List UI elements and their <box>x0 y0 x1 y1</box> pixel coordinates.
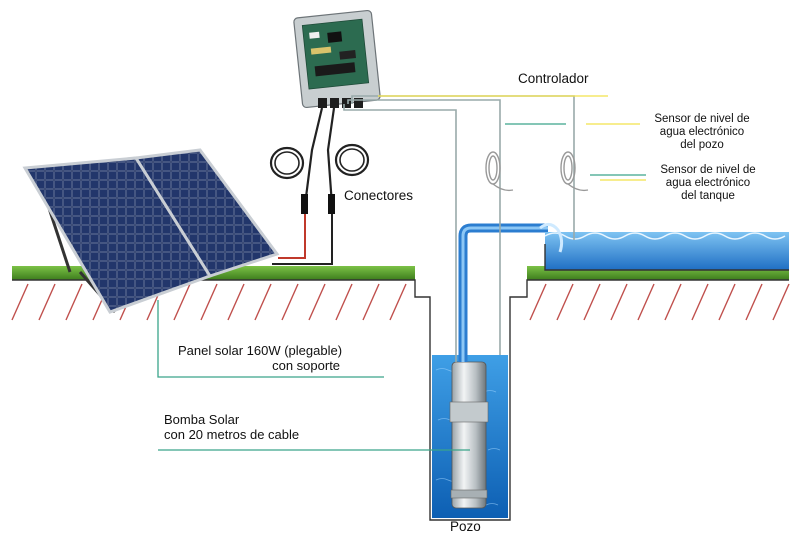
label-sensor-tanque: Sensor de nivel de agua electrónico del … <box>648 164 768 203</box>
tank-outline <box>544 244 789 271</box>
label-sensor-tanque-line-1: Sensor de nivel de <box>660 164 756 176</box>
label-conectores: Conectores <box>344 188 414 203</box>
panel-right <box>133 148 280 278</box>
controller-cables <box>269 95 575 362</box>
pump-band-2 <box>450 489 488 499</box>
solar-pump <box>449 361 489 509</box>
controller-glands <box>318 98 363 108</box>
leader-lines <box>157 95 646 451</box>
sensor-tanque <box>560 151 589 192</box>
ground-hatch-left <box>11 283 407 321</box>
pump-body <box>451 361 487 509</box>
label-sensor-tanque-line-3: del tanque <box>681 190 735 202</box>
label-panel-line-2: con soporte <box>272 358 341 373</box>
tank <box>539 223 789 271</box>
label-sensor-pozo-line-1: Sensor de nivel de <box>654 113 750 125</box>
coil-left <box>269 146 305 180</box>
ground-hatch-right <box>529 283 790 321</box>
label-controlador: Controlador <box>518 71 589 86</box>
pump-band <box>449 401 489 423</box>
label-sensor-tanque-line-2: agua electrónico <box>665 177 751 189</box>
solar-panel <box>22 148 280 314</box>
tank-waves <box>544 232 786 240</box>
coil-right <box>334 143 370 177</box>
label-sensor-pozo-line-3: del pozo <box>680 139 724 151</box>
connector-right <box>328 194 335 214</box>
label-pozo: Pozo <box>450 519 481 534</box>
tank-water <box>545 232 789 270</box>
ground-outline <box>12 279 789 521</box>
label-sensor-pozo-line-2: agua electrónico <box>659 126 745 138</box>
connector-left <box>301 194 308 214</box>
controller-components <box>309 31 357 77</box>
label-sensor-pozo: Sensor de nivel de agua electrónico del … <box>642 113 762 152</box>
discharge-pipe <box>458 223 548 362</box>
label-panel-line-1: Panel solar 160W (plegable) <box>178 343 343 358</box>
label-panel: Panel solar 160W (plegable) con soporte <box>178 343 342 373</box>
label-bomba-line-1: Bomba Solar <box>164 412 240 427</box>
sensor-pozo <box>485 151 514 192</box>
water-splash <box>539 223 564 253</box>
label-bomba-line-2: con 20 metros de cable <box>164 427 300 442</box>
controller <box>293 9 381 109</box>
label-bomba: Bomba Solar con 20 metros de cable <box>164 412 299 442</box>
